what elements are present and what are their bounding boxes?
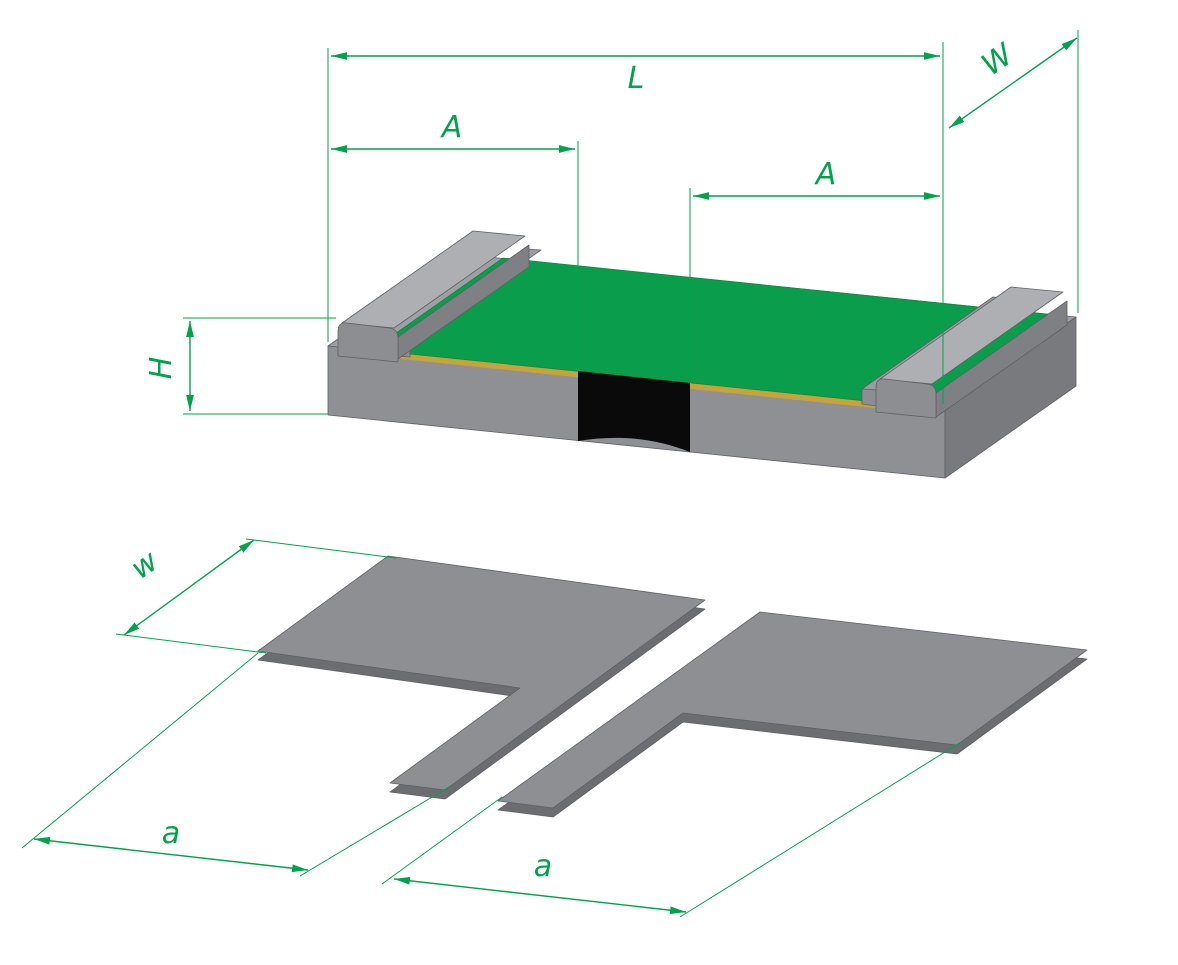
land-pattern-drawing bbox=[257, 555, 1088, 818]
terminal-left-front-face bbox=[337, 322, 399, 363]
terminal-left bbox=[337, 230, 542, 363]
dim-line-a-right bbox=[393, 876, 687, 915]
dim-line-a-left bbox=[33, 836, 309, 873]
dimension-label-w: w bbox=[124, 544, 165, 587]
land-pad-right-top bbox=[497, 611, 1088, 809]
dim-line-W bbox=[948, 37, 1078, 129]
terminal-right bbox=[861, 286, 1068, 419]
terminal-right-step-front bbox=[861, 388, 877, 407]
marking-black-area bbox=[578, 371, 690, 452]
dimension-label-a-right: a bbox=[534, 849, 552, 884]
ext-line-w-back bbox=[245, 538, 397, 559]
ext-line-w-front bbox=[115, 633, 267, 654]
ext-line-a-right-inner bbox=[381, 796, 503, 885]
ext-line-a-left-inner bbox=[299, 786, 450, 877]
dimension-label-W: W bbox=[975, 37, 1020, 83]
chip-resistor-drawing bbox=[327, 230, 1077, 479]
dimension-label-A-left: A bbox=[440, 110, 463, 145]
ext-line-a-right-outer bbox=[679, 741, 962, 918]
dimension-label-a-left: a bbox=[162, 816, 180, 851]
terminal-right-front-face bbox=[875, 378, 937, 419]
dimension-label-H: H bbox=[144, 357, 179, 380]
dimension-label-A-right: A bbox=[814, 157, 837, 192]
land-pad-left-top bbox=[257, 555, 706, 791]
ext-line-a-left-outer bbox=[21, 652, 259, 849]
dim-line-w bbox=[123, 539, 255, 636]
dimension-label-L: L bbox=[628, 61, 645, 96]
